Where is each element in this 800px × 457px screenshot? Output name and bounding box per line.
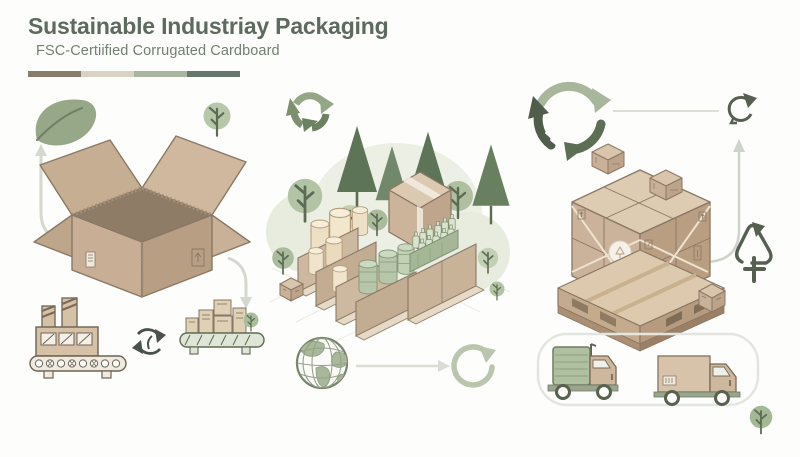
conveyor-with-boxes bbox=[179, 299, 265, 355]
flow-down-arrow bbox=[227, 256, 252, 309]
distribution-scene bbox=[528, 81, 774, 435]
pallet-with-boxes bbox=[557, 143, 725, 352]
recycle-loop-icon bbox=[132, 328, 166, 355]
palette-swatch-green bbox=[187, 71, 240, 77]
trucks-route-outline bbox=[536, 332, 760, 407]
flow-up-arrow-right bbox=[703, 139, 745, 264]
sapling-icon bbox=[748, 404, 774, 435]
side-small-box bbox=[697, 283, 727, 313]
cardboard-partitions-with-products bbox=[297, 206, 485, 341]
factory-on-conveyor bbox=[29, 296, 127, 379]
small-box bbox=[278, 277, 305, 302]
globe-icon bbox=[295, 336, 349, 390]
header: Sustainable Industriay Packaging FSC-Cer… bbox=[28, 13, 389, 59]
palette-swatch-brown bbox=[28, 71, 81, 77]
bottle-crate bbox=[409, 214, 459, 273]
production-scene bbox=[29, 99, 265, 379]
sourcing-scene bbox=[266, 92, 511, 390]
box-truck bbox=[653, 355, 741, 406]
flow-right-arrow bbox=[356, 360, 450, 372]
palette-bar bbox=[28, 71, 240, 77]
refresh-small-icon bbox=[727, 93, 757, 125]
palette-swatch-beige bbox=[81, 71, 134, 77]
green-cargo-truck bbox=[547, 343, 619, 400]
young-tree-icon bbox=[202, 101, 232, 137]
fsc-tree-recycle-icon bbox=[734, 222, 773, 283]
cycle-arrows-icon bbox=[528, 81, 611, 161]
page-subtitle: FSC-Certiified Corrugated Cardboard bbox=[36, 43, 280, 59]
palette-swatch-sage bbox=[134, 71, 187, 77]
refresh-icon bbox=[451, 344, 496, 388]
open-cardboard-box bbox=[33, 135, 251, 298]
leaf-icon bbox=[35, 99, 97, 146]
recycling-symbol-icon bbox=[286, 92, 334, 132]
page-title: Sustainable Industriay Packaging bbox=[28, 13, 389, 39]
